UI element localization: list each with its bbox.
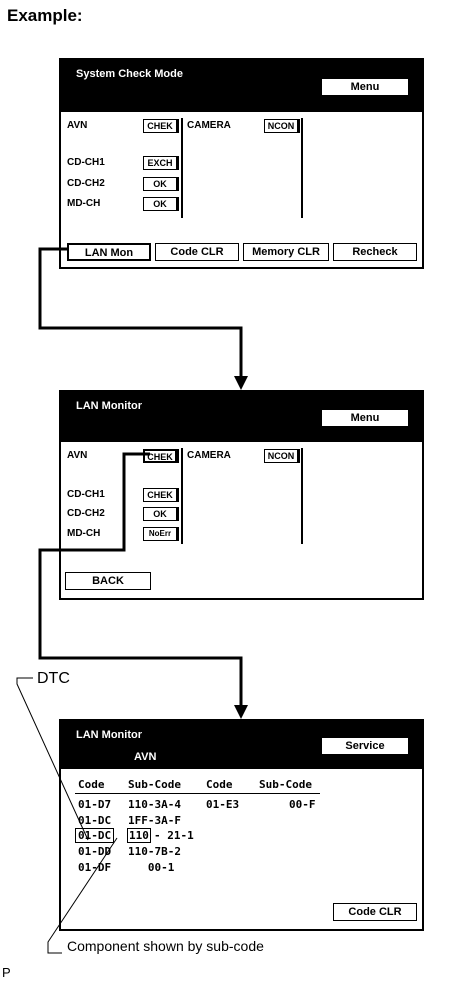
device-label-camera: CAMERA xyxy=(187,450,231,461)
column-divider xyxy=(181,448,183,544)
status-avn[interactable]: CHEK xyxy=(143,119,177,133)
dtc-code: 01-DD xyxy=(78,845,112,858)
memory-clr-button[interactable]: Memory CLR xyxy=(243,243,329,261)
status-avn[interactable]: CHEK xyxy=(143,449,177,463)
menu-button[interactable]: Menu xyxy=(321,409,409,427)
column-header-code: Code xyxy=(206,778,233,791)
menu-button[interactable]: Menu xyxy=(321,78,409,96)
dtc-annotation: DTC xyxy=(37,670,70,687)
footer-mark: P xyxy=(2,965,11,980)
dtc-sub-code: 110-3A-4 xyxy=(128,798,181,811)
dtc-callout-line xyxy=(16,677,89,841)
example-heading: Example: xyxy=(7,6,83,25)
screen-title: LAN Monitor xyxy=(76,729,142,741)
status-md-ch[interactable]: OK xyxy=(143,197,177,211)
status-cd-ch1[interactable]: EXCH xyxy=(143,156,177,170)
component-callout-line xyxy=(47,837,118,954)
device-label-md-ch: MD-CH xyxy=(67,528,101,539)
lan-monitor-screen: LAN Monitor Menu AVN CHEK CD-CH1 CHEK CD… xyxy=(59,390,424,600)
dtc-sub-code: 1FF-3A-F xyxy=(128,814,181,827)
column-divider xyxy=(301,448,303,544)
screen-title-bar: System Check Mode Menu xyxy=(61,60,422,112)
status-cd-ch1[interactable]: CHEK xyxy=(143,488,177,502)
device-label-cd-ch1: CD-CH1 xyxy=(67,489,105,500)
screen-title: LAN Monitor xyxy=(76,400,142,412)
column-header-code: Code xyxy=(78,778,105,791)
code-clr-button[interactable]: Code CLR xyxy=(333,903,417,921)
flow-arrow-lan-mon xyxy=(38,247,243,378)
device-label-cd-ch1: CD-CH1 xyxy=(67,157,105,168)
system-check-screen: System Check Mode Menu AVN CHEK CD-CH1 E… xyxy=(59,58,424,269)
status-cd-ch2[interactable]: OK xyxy=(143,507,177,521)
code-clr-button[interactable]: Code CLR xyxy=(155,243,239,261)
dtc-code: 01-E3 xyxy=(206,798,240,811)
flow-arrow-avn xyxy=(38,452,243,706)
dtc-sub-code-highlighted[interactable]: 110 xyxy=(127,828,151,843)
status-camera[interactable]: NCON xyxy=(264,449,298,463)
dtc-sub-code: 00-1 xyxy=(128,861,175,874)
column-divider xyxy=(301,118,303,218)
column-header-sub-code: Sub-Code xyxy=(259,778,312,791)
arrowhead xyxy=(234,376,248,390)
service-button[interactable]: Service xyxy=(321,737,409,755)
screen-title-bar: LAN Monitor AVN Service xyxy=(61,721,422,769)
lan-mon-button[interactable]: LAN Mon xyxy=(67,243,151,261)
dtc-code: 01-D7 xyxy=(78,798,112,811)
dtc-sub-code: - 21-1 xyxy=(154,829,194,842)
component-annotation: Component shown by sub-code xyxy=(67,938,264,954)
screen-title-bar: LAN Monitor Menu xyxy=(61,392,422,442)
column-divider xyxy=(181,118,183,218)
device-label-avn: AVN xyxy=(67,450,88,461)
dtc-code: 01-DC xyxy=(78,814,112,827)
device-label-avn: AVN xyxy=(67,120,88,131)
device-label-md-ch: MD-CH xyxy=(67,198,101,209)
screen-title: System Check Mode xyxy=(76,68,183,80)
status-md-ch[interactable]: NoErr xyxy=(143,527,177,541)
header-underline xyxy=(75,793,320,794)
back-button[interactable]: BACK xyxy=(65,572,151,590)
arrowhead xyxy=(234,705,248,719)
device-label-cd-ch2: CD-CH2 xyxy=(67,178,105,189)
screen-subtitle: AVN xyxy=(134,751,157,763)
dtc-code-highlighted[interactable]: 01-DC xyxy=(75,828,115,843)
recheck-button[interactable]: Recheck xyxy=(333,243,417,261)
dtc-list-screen: LAN Monitor AVN Service Code Sub-Code Co… xyxy=(59,719,424,931)
device-label-cd-ch2: CD-CH2 xyxy=(67,508,105,519)
status-camera[interactable]: NCON xyxy=(264,119,298,133)
column-header-sub-code: Sub-Code xyxy=(128,778,181,791)
device-label-camera: CAMERA xyxy=(187,120,231,131)
dtc-sub-code: 00-F xyxy=(289,798,316,811)
dtc-sub-code: 110-7B-2 xyxy=(128,845,181,858)
status-cd-ch2[interactable]: OK xyxy=(143,177,177,191)
dtc-code: 01-DF xyxy=(78,861,112,874)
